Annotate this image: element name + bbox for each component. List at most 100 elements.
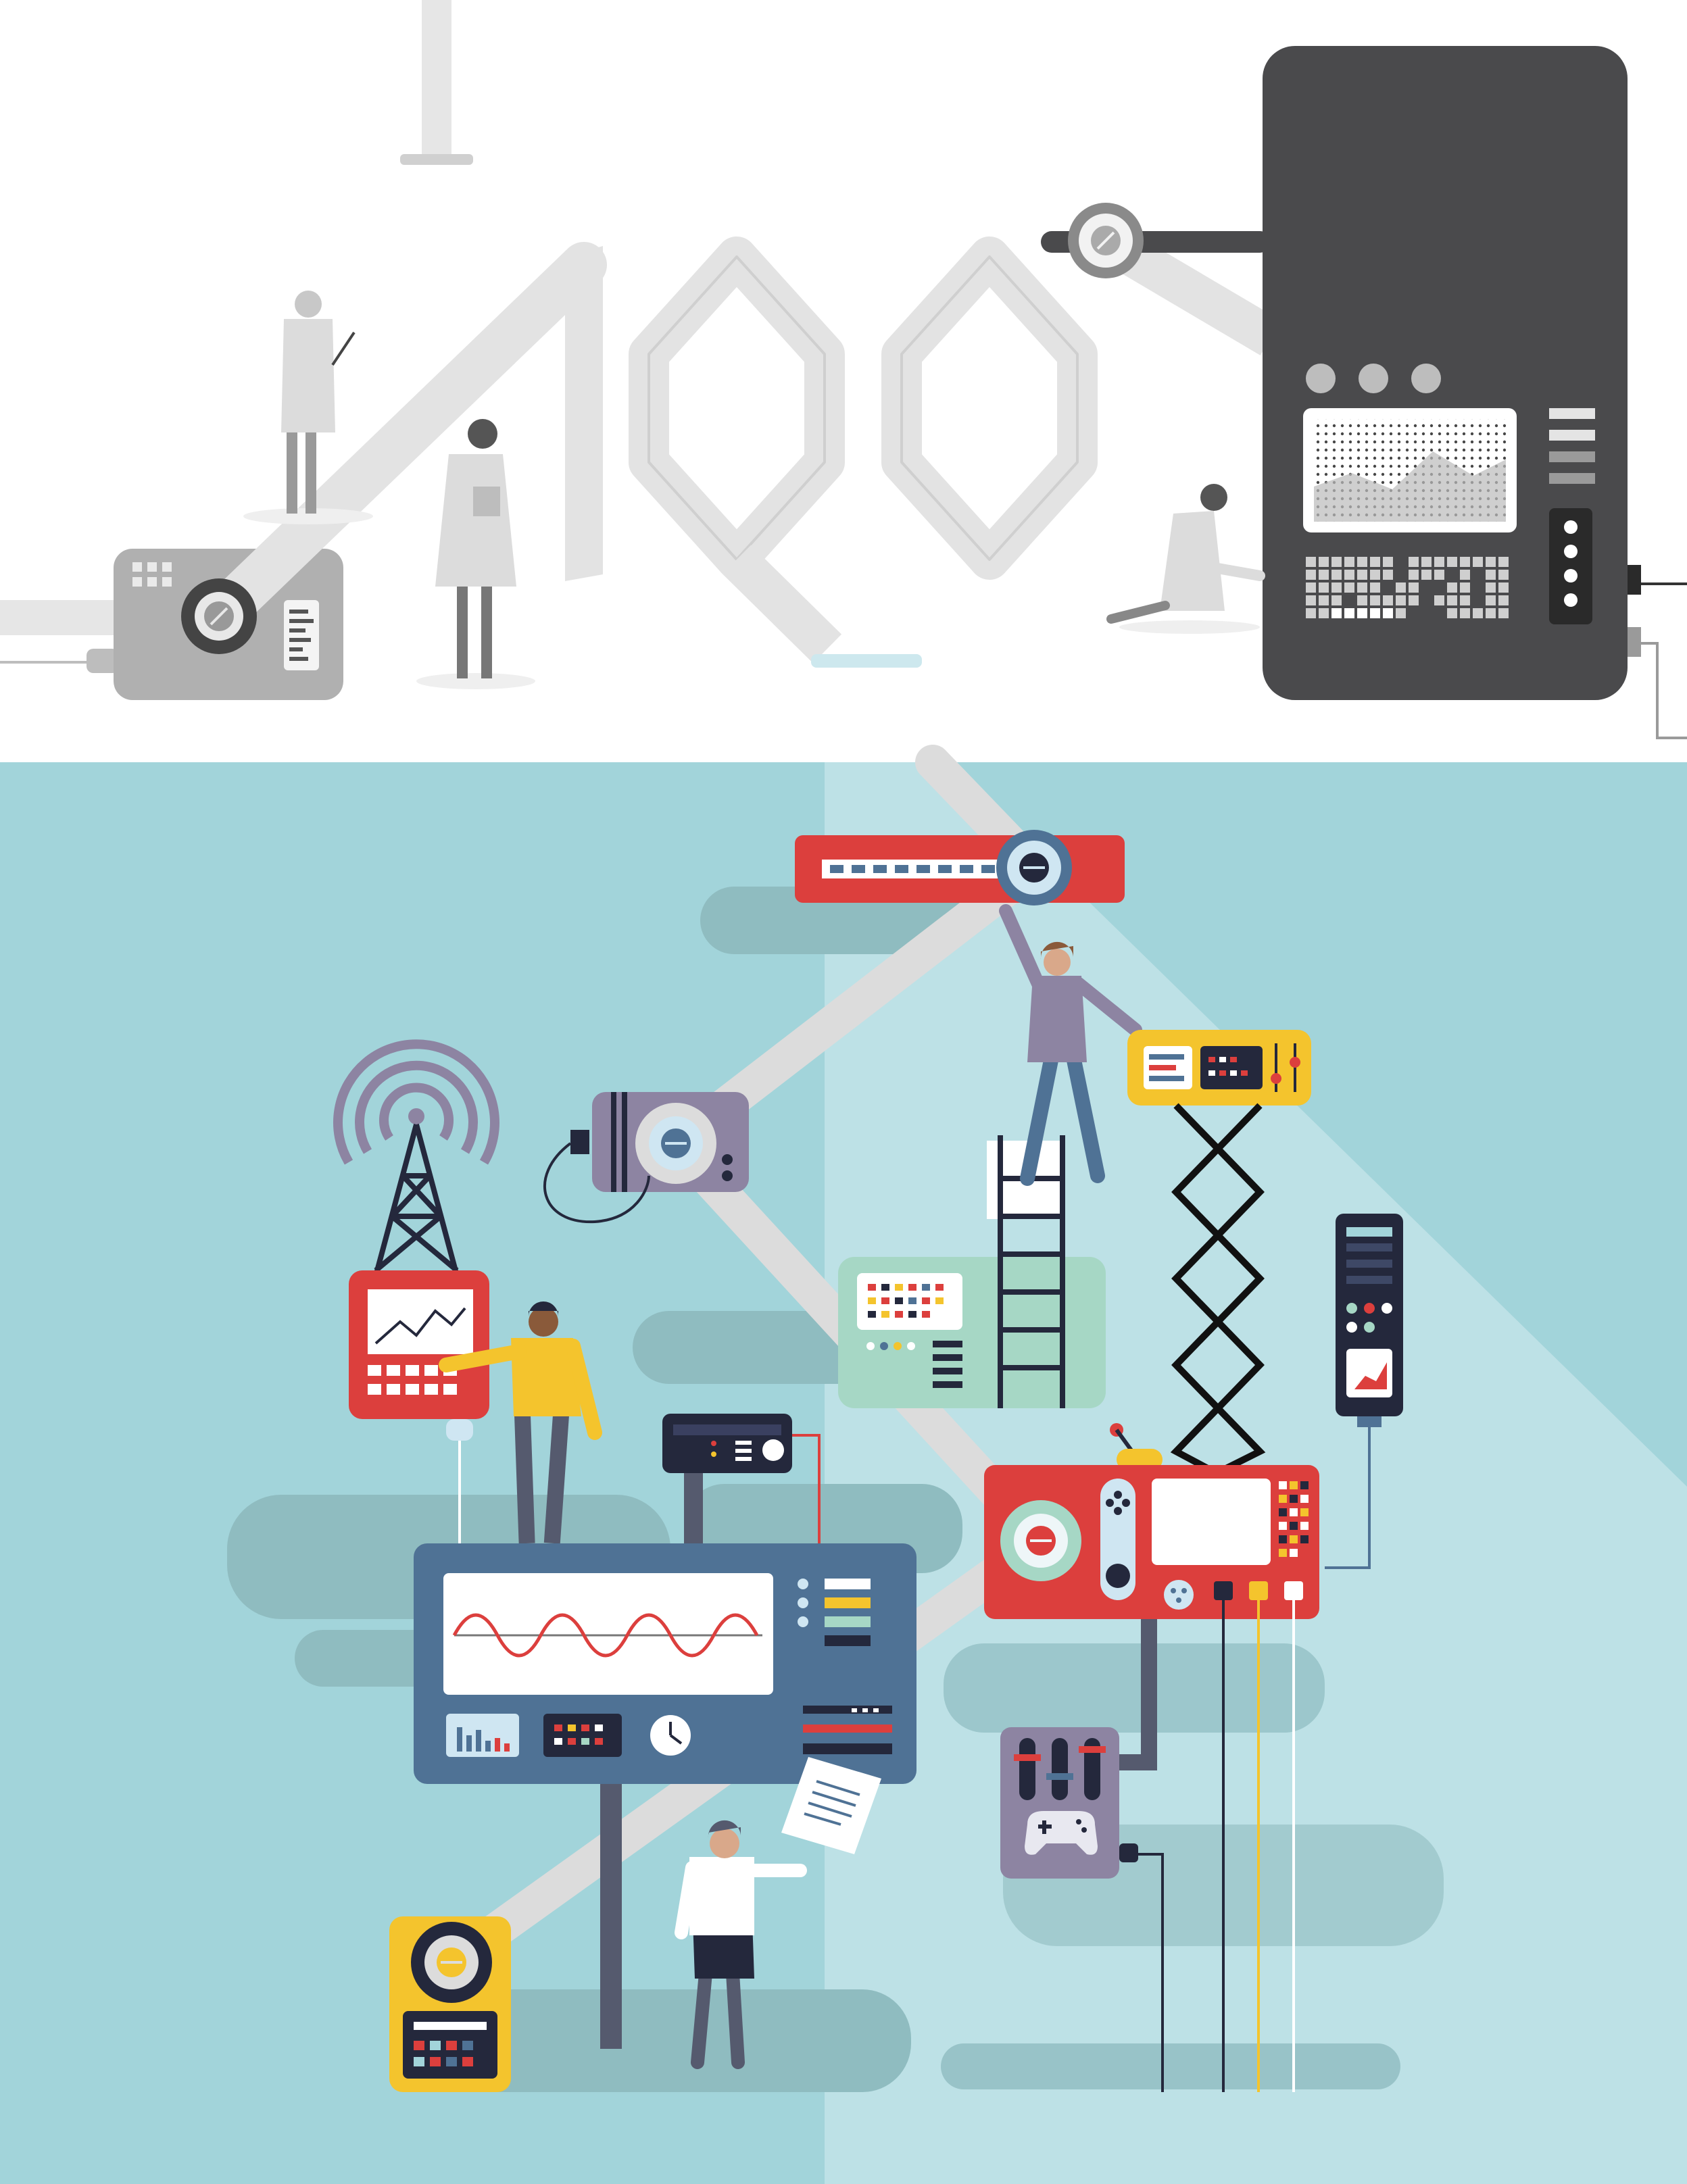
base-joint-knob-icon xyxy=(411,1922,492,2003)
keypad-key xyxy=(1306,595,1316,605)
woman-holding-document xyxy=(675,1757,881,2069)
top-panel xyxy=(0,0,1687,762)
keypad-key xyxy=(1421,557,1432,567)
keypad-key xyxy=(1370,582,1380,593)
keypad-key xyxy=(1319,595,1329,605)
kneeling-scientist xyxy=(1106,484,1265,634)
keypad-key xyxy=(1331,582,1342,593)
keypad-key xyxy=(1473,557,1483,567)
clock-icon xyxy=(650,1715,691,1756)
keypad-key xyxy=(1357,595,1367,605)
keypad-key xyxy=(1396,595,1406,605)
keypad-key xyxy=(1460,570,1470,580)
keypad-key xyxy=(1306,582,1316,593)
server-machine xyxy=(1263,46,1687,739)
projector-joint-knob-icon xyxy=(635,1103,716,1184)
scientist-with-pointer xyxy=(243,291,373,524)
warning-icon xyxy=(1306,364,1441,393)
scissor-lift xyxy=(1170,1103,1266,1476)
navy-tower-device xyxy=(1325,1214,1403,1569)
keypad-key xyxy=(1473,608,1483,618)
keypad-key xyxy=(1357,570,1367,580)
keypad-key xyxy=(1306,608,1316,618)
yellow-lift-panel xyxy=(1127,1030,1311,1476)
keypad-key xyxy=(1370,595,1380,605)
keypad-key xyxy=(1357,557,1367,567)
keypad-key xyxy=(1434,557,1444,567)
ribbon-loop-first xyxy=(629,237,845,664)
oscilloscope-monitor xyxy=(414,1543,916,2049)
small-control-box xyxy=(662,1414,821,1546)
keypad-key xyxy=(1344,570,1354,580)
ribbon-stroke-one xyxy=(565,246,603,581)
arm-diagonal-left xyxy=(196,242,607,639)
scientist-with-clipboard xyxy=(416,419,535,689)
top-joint-knob-icon xyxy=(996,830,1072,905)
keypad-key xyxy=(1486,557,1496,567)
keypad-key xyxy=(1447,582,1457,593)
keypad-key xyxy=(1460,595,1470,605)
keypad-key xyxy=(1319,570,1329,580)
mint-control-panel xyxy=(838,1257,1106,1408)
keypad-key xyxy=(1383,595,1393,605)
keypad-key xyxy=(1434,595,1444,605)
keypad-key xyxy=(1344,608,1354,618)
red-game-console xyxy=(984,1423,1319,2092)
keypad xyxy=(1306,557,1509,618)
ribbon-light-strip xyxy=(811,654,922,668)
keypad-key xyxy=(1370,570,1380,580)
top-joint-icon xyxy=(1041,203,1271,278)
keypad-key xyxy=(1370,557,1380,567)
document-icon xyxy=(781,1757,881,1854)
keypad-key xyxy=(1409,557,1419,567)
keypad-key xyxy=(1344,557,1354,567)
keypad-key xyxy=(1396,582,1406,593)
left-joint-icon xyxy=(181,578,257,654)
keypad-key xyxy=(1383,608,1393,618)
gamepad-icon xyxy=(1025,1811,1098,1855)
antenna-tower xyxy=(333,1039,499,1549)
man-in-yellow-shirt xyxy=(439,1301,602,1544)
keypad-key xyxy=(1306,570,1316,580)
keypad-key xyxy=(1447,595,1457,605)
red-console-joint-knob-icon xyxy=(1000,1500,1081,1581)
mixer-with-gamepad xyxy=(1000,1727,1164,2092)
keypad-key xyxy=(1498,608,1509,618)
keypad-key xyxy=(1486,582,1496,593)
keypad-key xyxy=(1306,557,1316,567)
keypad-key xyxy=(1319,608,1329,618)
gamepad-buttons-icon xyxy=(1106,1491,1130,1515)
keypad-key xyxy=(1319,557,1329,567)
keypad-key xyxy=(1331,570,1342,580)
keypad-key xyxy=(1383,557,1393,567)
keypad-key xyxy=(1409,582,1419,593)
keypad-key xyxy=(1370,608,1380,618)
keypad-key xyxy=(1498,557,1509,567)
bottom-panel xyxy=(0,745,1687,2184)
keypad-key xyxy=(1409,570,1419,580)
keypad-key xyxy=(1383,570,1393,580)
keypad-key xyxy=(1498,595,1509,605)
woman-reaching-up xyxy=(999,904,1142,1186)
keypad-key xyxy=(1331,608,1342,618)
keypad-key xyxy=(1434,570,1444,580)
keypad-key xyxy=(1460,608,1470,618)
keypad-key xyxy=(1331,595,1342,605)
keypad-key xyxy=(1357,608,1367,618)
keypad-key xyxy=(1486,608,1496,618)
keypad-key xyxy=(1319,582,1329,593)
keypad-key xyxy=(1486,595,1496,605)
keypad-key xyxy=(1498,582,1509,593)
keypad-key xyxy=(1498,570,1509,580)
ceiling-pipe xyxy=(400,0,473,165)
keypad-key xyxy=(1344,582,1354,593)
keypad-key xyxy=(1421,570,1432,580)
keypad-key xyxy=(1460,557,1470,567)
keypad-key xyxy=(1460,582,1470,593)
keypad-key xyxy=(1396,608,1406,618)
keypad-key xyxy=(1486,570,1496,580)
keypad-key xyxy=(1409,595,1419,605)
keypad-key xyxy=(1447,557,1457,567)
keypad-key xyxy=(1447,608,1457,618)
